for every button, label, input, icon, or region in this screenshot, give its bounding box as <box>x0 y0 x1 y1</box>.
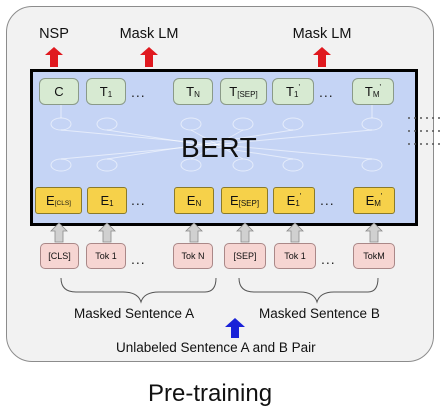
output-tm-prime-sub: M <box>372 90 380 99</box>
output-tm-prime-text: T <box>364 84 373 99</box>
embedding-esep: E[SEP] <box>221 187 268 214</box>
embedding-en-text: E <box>186 193 196 208</box>
embedding-e1-sub: 1 <box>109 199 114 208</box>
embedding-ellipsis-a: ... <box>131 192 146 208</box>
output-t1-sub: 1 <box>107 90 113 99</box>
token-cls: [CLS] <box>40 243 79 269</box>
embedding-ecls: E[CLS] <box>35 187 82 214</box>
output-t1-prime-sup: ' <box>298 83 300 92</box>
token-tok1-b: Tok 1 <box>274 243 316 269</box>
token-tokm: TokM <box>353 243 395 269</box>
output-ellipsis-b: ... <box>319 84 334 100</box>
mask-lm-arrow-1 <box>140 47 158 67</box>
masked-sentence-a-label: Masked Sentence A <box>74 306 195 321</box>
mask-lm-arrow-2 <box>313 47 331 67</box>
token-tokn: Tok N <box>173 243 213 269</box>
output-tn-text: T <box>186 84 195 99</box>
token-tok1: Tok 1 <box>86 243 126 269</box>
mask-lm-label-1: Mask LM <box>119 26 179 42</box>
bert-title: BERT <box>181 132 258 163</box>
output-tsep: T[SEP] <box>220 78 267 105</box>
pretraining-caption: Pre-training <box>148 380 273 407</box>
output-t1-prime-text: T <box>286 84 294 99</box>
output-t1-prime-sub: 1 <box>293 90 299 99</box>
token-ellipsis-b: ... <box>321 251 336 267</box>
token-ellipsis-a: ... <box>131 251 146 267</box>
output-tsep-sub: [SEP] <box>237 90 258 99</box>
embedding-em-prime-sub: M <box>374 199 381 208</box>
embedding-ecls-sub: [CLS] <box>54 200 71 207</box>
embedding-e1-prime-sub: 1 <box>295 199 300 208</box>
embedding-esep-text: E <box>229 193 239 208</box>
embedding-em-prime-text: E <box>365 193 375 208</box>
embedding-esep-sub: [SEP] <box>238 199 260 208</box>
embedding-e1-prime-sup: ' <box>299 192 302 201</box>
embedding-e1-prime-text: E <box>286 193 296 208</box>
output-tn-sub: N <box>194 90 200 99</box>
output-tm-prime-sup: ' <box>379 83 382 92</box>
nsp-label: NSP <box>39 26 69 42</box>
embedding-em-prime-sup: ' <box>380 192 383 201</box>
sentence-pair-label: Unlabeled Sentence A and B Pair <box>116 340 316 355</box>
embedding-e1-text: E <box>100 193 110 208</box>
nsp-arrow <box>45 47 63 67</box>
output-c-text: C <box>54 84 64 99</box>
input-pair-arrow <box>225 318 245 338</box>
embedding-ecls-text: E <box>46 193 55 208</box>
token-sep: [SEP] <box>224 243 266 269</box>
mask-lm-label-2: Mask LM <box>292 26 352 42</box>
masked-sentence-b-label: Masked Sentence B <box>259 306 380 321</box>
output-c: C <box>39 78 79 105</box>
output-ellipsis-a: ... <box>131 84 146 100</box>
embedding-ellipsis-b: ... <box>320 192 335 208</box>
output-tsep-text: T <box>229 84 238 99</box>
embedding-en-sub: N <box>195 199 202 208</box>
output-t1-text: T <box>99 84 108 99</box>
